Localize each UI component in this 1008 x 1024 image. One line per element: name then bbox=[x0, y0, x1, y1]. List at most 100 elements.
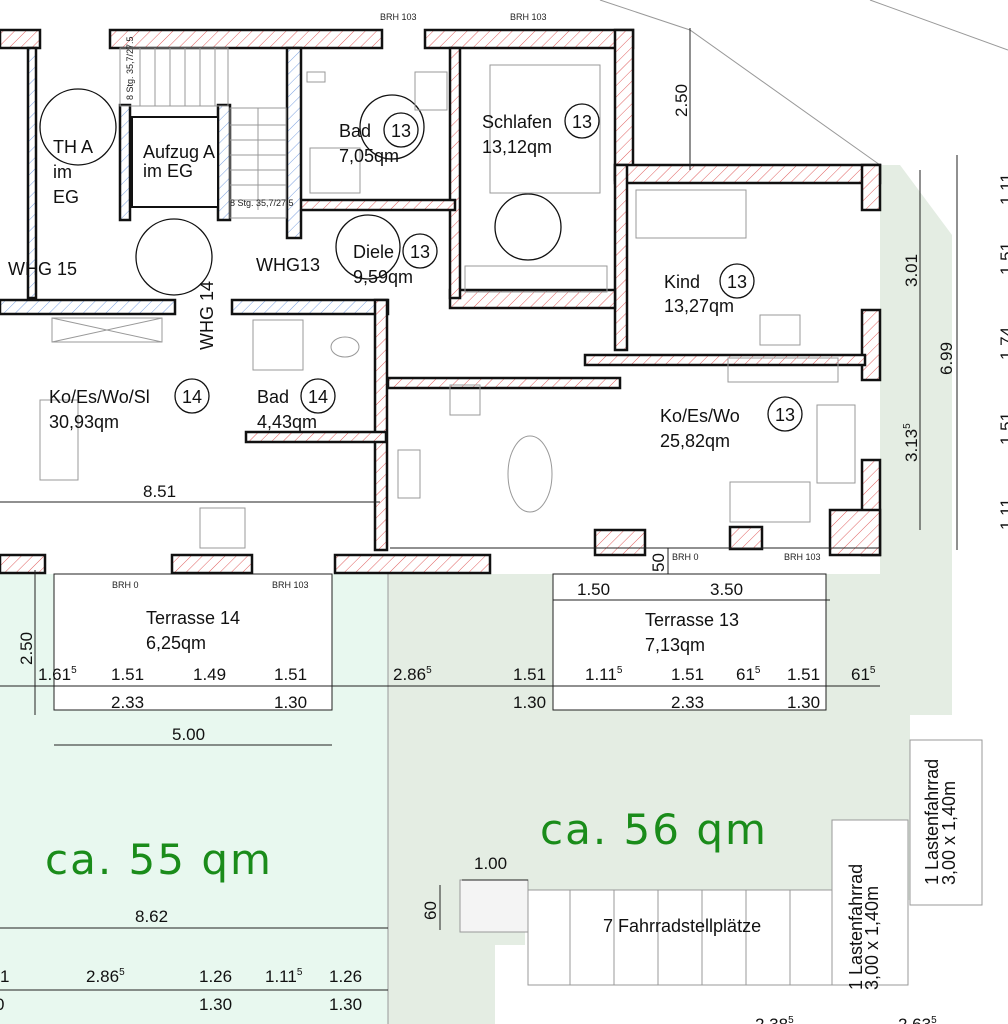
svg-text:1.26: 1.26 bbox=[329, 967, 362, 986]
svg-text:1.30: 1.30 bbox=[513, 693, 546, 712]
dim-row-3: 1 2.865 1.26 1.115 1.26 bbox=[0, 967, 362, 986]
cargo-bike-2-size: 3,00 x 1,40m bbox=[939, 781, 959, 885]
svg-text:Ko/Es/Wo: Ko/Es/Wo bbox=[660, 406, 740, 426]
svg-text:0: 0 bbox=[0, 995, 4, 1014]
room-bad-13: Bad 13 7,05qm bbox=[339, 112, 419, 166]
elevator-label: Aufzug A bbox=[143, 142, 215, 162]
svg-text:2.385: 2.385 bbox=[755, 1015, 794, 1024]
svg-text:13,27qm: 13,27qm bbox=[664, 296, 734, 316]
svg-text:BRH 103: BRH 103 bbox=[784, 552, 821, 562]
dim-150: 1.50 bbox=[577, 580, 610, 599]
tha-label-3: EG bbox=[53, 187, 79, 207]
elevator-label-2: im EG bbox=[143, 161, 193, 181]
svg-text:14: 14 bbox=[182, 387, 202, 407]
dim-3135: 3.135 bbox=[902, 423, 921, 462]
svg-text:13: 13 bbox=[410, 242, 430, 262]
cargo-bike-2-label: 1 Lastenfahrrad bbox=[922, 759, 942, 885]
terrace-13 bbox=[552, 573, 827, 711]
svg-text:1.51: 1.51 bbox=[997, 412, 1008, 445]
svg-text:BRH 103: BRH 103 bbox=[380, 12, 417, 22]
terrace-14-label: Terrasse 14 6,25qm bbox=[146, 608, 240, 653]
unit-label-14: WHG 14 bbox=[197, 281, 217, 350]
svg-text:2.635: 2.635 bbox=[898, 1015, 937, 1024]
svg-text:615: 615 bbox=[736, 665, 761, 684]
area-right: ca. 56 qm bbox=[540, 805, 768, 854]
svg-text:1.51: 1.51 bbox=[274, 665, 307, 684]
svg-text:1.51: 1.51 bbox=[111, 665, 144, 684]
svg-text:1.11: 1.11 bbox=[997, 173, 1008, 205]
svg-text:Bad: Bad bbox=[257, 387, 289, 407]
svg-text:1: 1 bbox=[0, 967, 9, 986]
svg-text:1.51: 1.51 bbox=[513, 665, 546, 684]
svg-text:Terrasse 14: Terrasse 14 bbox=[146, 608, 240, 628]
svg-text:1.51: 1.51 bbox=[671, 665, 704, 684]
svg-text:Ko/Es/Wo/Sl: Ko/Es/Wo/Sl bbox=[49, 387, 150, 407]
unit-label-13: WHG13 bbox=[256, 255, 320, 275]
room-kowo-14: Ko/Es/Wo/Sl 14 30,93qm bbox=[49, 378, 210, 432]
svg-text:1.30: 1.30 bbox=[329, 995, 362, 1014]
svg-text:7,05qm: 7,05qm bbox=[339, 146, 399, 166]
svg-text:1.49: 1.49 bbox=[193, 665, 226, 684]
tha-label-2: im bbox=[53, 162, 72, 182]
svg-text:1.115: 1.115 bbox=[265, 967, 303, 986]
terrace-14 bbox=[53, 573, 333, 711]
svg-text:6,25qm: 6,25qm bbox=[146, 633, 206, 653]
svg-text:2.865: 2.865 bbox=[393, 665, 432, 684]
svg-text:13,12qm: 13,12qm bbox=[482, 137, 552, 157]
svg-text:Bad: Bad bbox=[339, 121, 371, 141]
area-left: ca. 55 qm bbox=[45, 835, 273, 884]
svg-text:1.51: 1.51 bbox=[997, 242, 1008, 275]
svg-text:1.30: 1.30 bbox=[787, 693, 820, 712]
tha-label: TH A bbox=[53, 137, 93, 157]
stair-label-2: 8 Stg. 35,7/27.5 bbox=[230, 198, 294, 208]
bin bbox=[459, 879, 529, 933]
svg-text:BRH 103: BRH 103 bbox=[510, 12, 547, 22]
svg-text:13: 13 bbox=[572, 112, 592, 132]
svg-text:BRH 103: BRH 103 bbox=[272, 580, 309, 590]
elevator bbox=[131, 116, 219, 208]
stair-label-1: 8 Stg. 35,7/27.5 bbox=[125, 36, 135, 100]
dim-862: 8.62 bbox=[135, 907, 168, 926]
dim-row-4: 0 1.30 1.30 bbox=[0, 995, 362, 1014]
svg-text:2.33: 2.33 bbox=[111, 693, 144, 712]
dim-301: 3.01 bbox=[902, 254, 921, 287]
terrace-13-label: Terrasse 137,13qm bbox=[645, 610, 739, 655]
svg-text:7,13qm: 7,13qm bbox=[645, 635, 705, 655]
svg-text:13: 13 bbox=[391, 121, 411, 141]
dim-50: 50 bbox=[649, 553, 668, 572]
svg-text:615: 615 bbox=[851, 665, 876, 684]
cargo-bike-2 bbox=[909, 739, 983, 906]
dim-699: 6.99 bbox=[937, 342, 956, 375]
dim-bottom: 2.385 2.635 bbox=[755, 1015, 937, 1024]
svg-text:2.33: 2.33 bbox=[671, 693, 704, 712]
svg-text:Diele: Diele bbox=[353, 242, 394, 262]
dim-851: 8.51 bbox=[143, 482, 176, 501]
dim-right-edge: 1.11 1.51 1.74 1.51 1.11 bbox=[997, 173, 1008, 530]
cargo-bike-1 bbox=[831, 819, 909, 986]
cargo-bike-1-label: 1 Lastenfahrrad bbox=[846, 864, 866, 990]
svg-text:BRH 0: BRH 0 bbox=[112, 580, 139, 590]
svg-text:1.51: 1.51 bbox=[787, 665, 820, 684]
svg-text:1.115: 1.115 bbox=[585, 665, 623, 684]
svg-text:13: 13 bbox=[775, 405, 795, 425]
svg-text:14: 14 bbox=[308, 387, 328, 407]
svg-text:25,82qm: 25,82qm bbox=[660, 431, 730, 451]
unit-label-15: WHG 15 bbox=[8, 259, 77, 279]
dim-row-1: 1.615 1.51 1.49 1.51 2.865 1.51 1.115 1.… bbox=[38, 665, 876, 684]
svg-text:1.74: 1.74 bbox=[997, 327, 1008, 360]
svg-text:30,93qm: 30,93qm bbox=[49, 412, 119, 432]
svg-text:1.11: 1.11 bbox=[997, 498, 1008, 530]
svg-text:13: 13 bbox=[727, 272, 747, 292]
svg-text:1.30: 1.30 bbox=[199, 995, 232, 1014]
dim-250-top: 2.50 bbox=[672, 84, 691, 117]
cargo-bike-1-size: 3,00 x 1,40m bbox=[862, 886, 882, 990]
svg-text:4,43qm: 4,43qm bbox=[257, 412, 317, 432]
dim-250-left: 2.50 bbox=[17, 632, 36, 665]
bike-racks-label: 7 Fahrradstellplätze bbox=[603, 916, 761, 936]
room-bad-14: Bad 14 4,43qm bbox=[257, 378, 336, 432]
dim-60: 60 bbox=[421, 901, 440, 920]
